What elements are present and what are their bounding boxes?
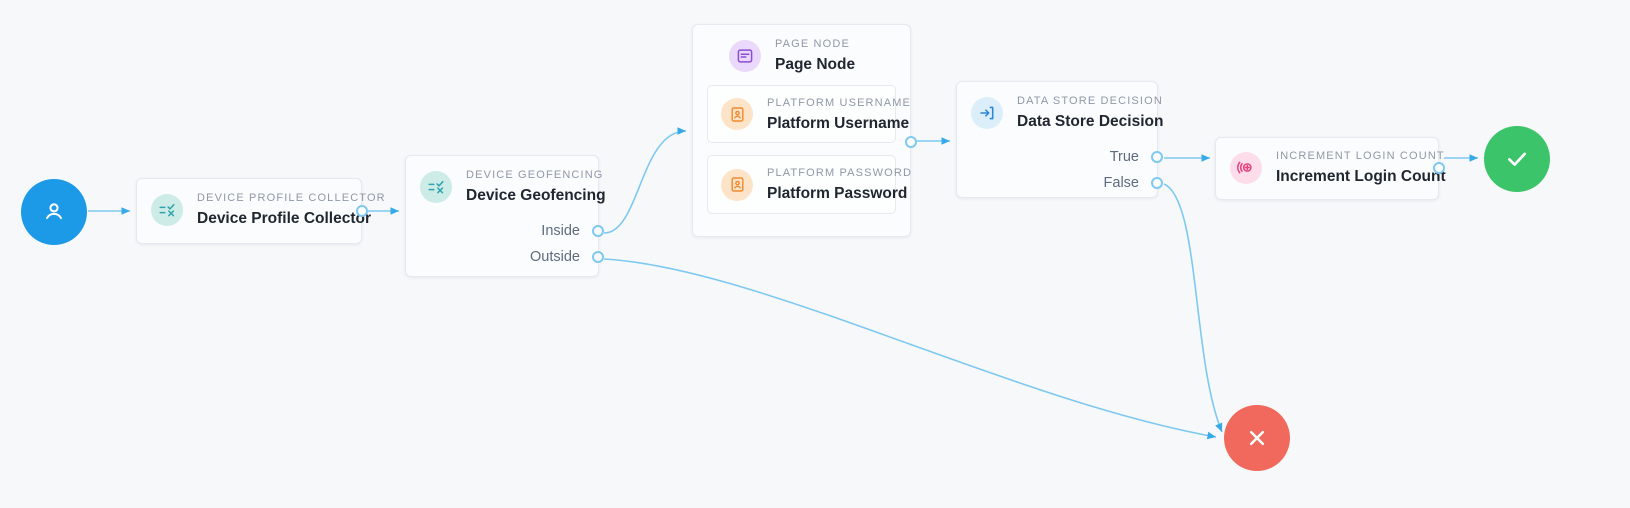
node-kicker: INCREMENT LOGIN COUNT — [1276, 150, 1445, 162]
node-header: PLATFORM USERNAME Platform Username — [708, 86, 910, 143]
edge-outside-to-failure — [603, 258, 1217, 440]
output-port-inside[interactable] — [592, 224, 604, 237]
output-port[interactable] — [905, 136, 917, 148]
node-title: Platform Username — [767, 114, 910, 132]
output-port[interactable] — [1433, 162, 1445, 174]
node-title: Platform Password — [767, 185, 908, 202]
node-kicker: DATA STORE DECISION — [1017, 95, 1163, 107]
checklist-icon — [151, 193, 183, 226]
close-icon — [1244, 425, 1270, 451]
id-card-icon — [721, 98, 753, 131]
login-icon — [971, 96, 1003, 129]
output-ports: True False — [957, 142, 1163, 206]
node-kicker: PAGE NODE — [775, 38, 850, 50]
checklist-icon — [420, 170, 452, 203]
port-row-outside[interactable]: Outside — [406, 244, 604, 270]
node-title: Data Store Decision — [1017, 113, 1164, 130]
port-label: True — [1109, 148, 1139, 165]
user-icon — [41, 199, 67, 225]
increment-icon — [1230, 151, 1262, 184]
id-card-icon — [721, 168, 753, 201]
port-label: Outside — [530, 248, 580, 265]
port-row-true[interactable]: True — [957, 144, 1163, 170]
node-title: Device Geofencing — [466, 187, 606, 204]
node-header: PAGE NODE Page Node — [693, 25, 910, 85]
output-port-true[interactable] — [1151, 150, 1163, 163]
node-platform-password[interactable]: PLATFORM PASSWORD Platform Password — [707, 155, 911, 214]
node-data-store-decision[interactable]: DATA STORE DECISION Data Store Decision … — [956, 81, 1163, 198]
failure-node[interactable] — [1224, 405, 1290, 471]
port-label: Inside — [541, 222, 580, 239]
edge-false-to-failure — [1163, 183, 1223, 433]
node-header: INCREMENT LOGIN COUNT Increment Login Co… — [1216, 138, 1446, 197]
node-kicker: PLATFORM USERNAME — [767, 96, 912, 109]
node-kicker: PLATFORM PASSWORD — [767, 167, 913, 179]
node-header: PLATFORM PASSWORD Platform Password — [708, 156, 911, 213]
node-device-geofencing[interactable]: DEVICE GEOFENCING Device Geofencing Insi… — [405, 155, 606, 280]
check-icon — [1503, 145, 1531, 173]
success-node[interactable] — [1484, 126, 1550, 192]
output-port-false[interactable] — [1151, 176, 1163, 189]
output-port-outside[interactable] — [592, 250, 604, 263]
output-ports: Inside Outside — [406, 216, 604, 280]
node-title: Device Profile Collector — [197, 210, 372, 227]
node-increment-login-count[interactable]: INCREMENT LOGIN COUNT Increment Login Co… — [1215, 137, 1446, 200]
node-platform-username[interactable]: PLATFORM USERNAME Platform Username — [707, 84, 910, 143]
port-row-false[interactable]: False — [957, 170, 1163, 196]
node-kicker: DEVICE PROFILE COLLECTOR — [197, 192, 386, 204]
node-title: Page Node — [775, 56, 856, 73]
node-header: DEVICE GEOFENCING Device Geofencing — [406, 156, 606, 216]
node-kicker: DEVICE GEOFENCING — [466, 169, 604, 181]
port-label: False — [1103, 174, 1139, 191]
start-node[interactable] — [21, 179, 87, 245]
node-header: DATA STORE DECISION Data Store Decision — [957, 82, 1163, 142]
node-page-node[interactable]: PAGE NODE Page Node PLATFORM USERNAME Pl… — [692, 24, 917, 237]
page-icon — [729, 39, 761, 72]
edge-inside-to-pagenode — [603, 127, 687, 234]
port-row-inside[interactable]: Inside — [406, 218, 604, 244]
node-header: DEVICE PROFILE COLLECTOR Device Profile … — [137, 179, 385, 239]
node-title: Increment Login Count — [1276, 168, 1446, 185]
output-port[interactable] — [356, 205, 368, 217]
node-device-profile-collector[interactable]: DEVICE PROFILE COLLECTOR Device Profile … — [136, 178, 385, 244]
